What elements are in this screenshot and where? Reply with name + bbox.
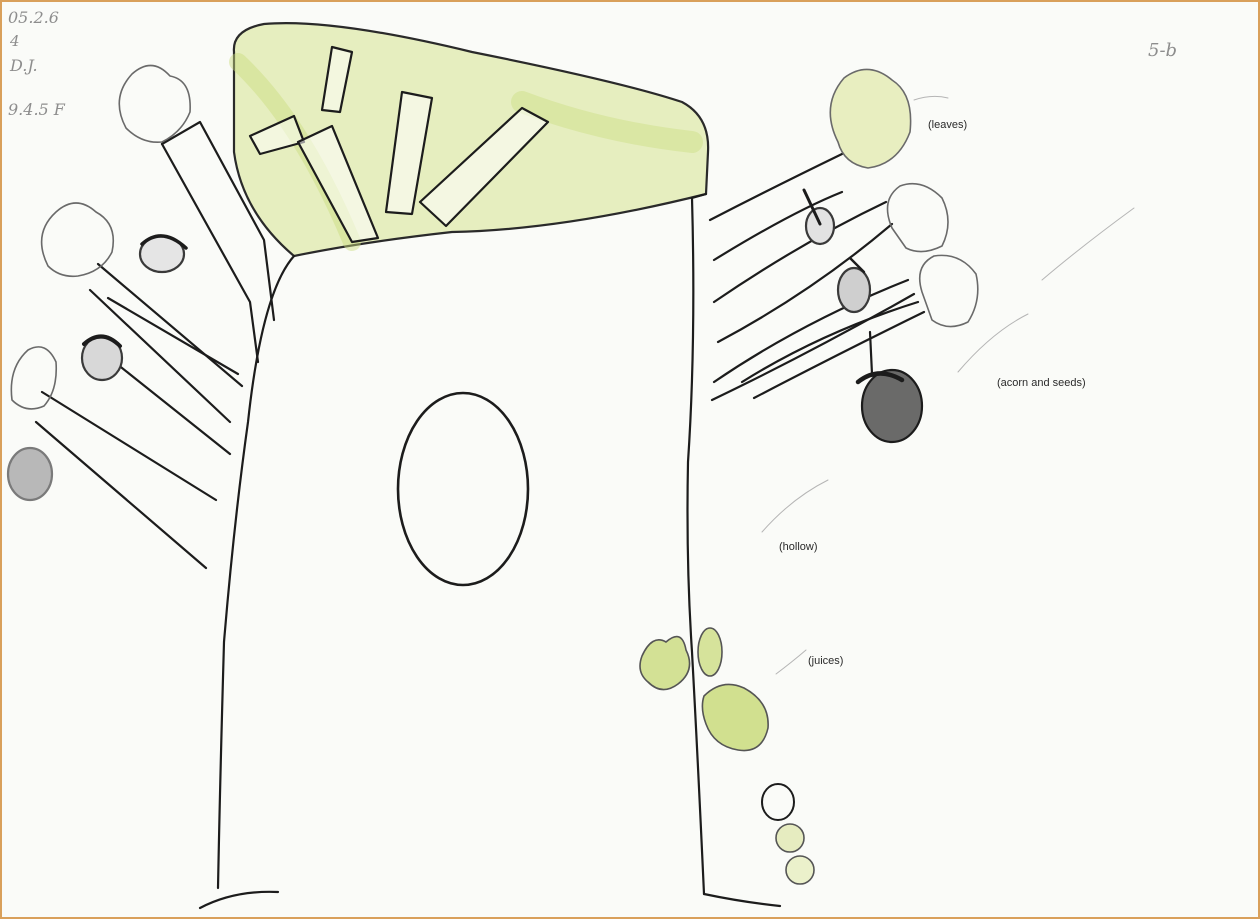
tree-trunk	[200, 194, 780, 908]
corner-note-initials: D.J.	[10, 58, 38, 74]
corner-note-age: 9.4.5 F	[8, 102, 65, 118]
label-juices: (juices)	[808, 655, 843, 667]
corner-note-top-right: 5-b	[1148, 42, 1177, 60]
corner-note-number: 4	[10, 34, 20, 49]
left-acorns	[8, 236, 186, 500]
label-leaves: (leaves)	[928, 119, 967, 131]
tree-crown	[234, 23, 708, 256]
corner-note-date: 05.2.6	[8, 10, 59, 26]
right-acorns	[804, 190, 922, 442]
label-hollow: (hollow)	[779, 541, 818, 553]
tree-juices	[640, 628, 814, 884]
tree-hollow	[398, 393, 528, 585]
label-acorn-and-seeds: (acorn and seeds)	[997, 377, 1086, 389]
right-branches	[710, 154, 924, 400]
